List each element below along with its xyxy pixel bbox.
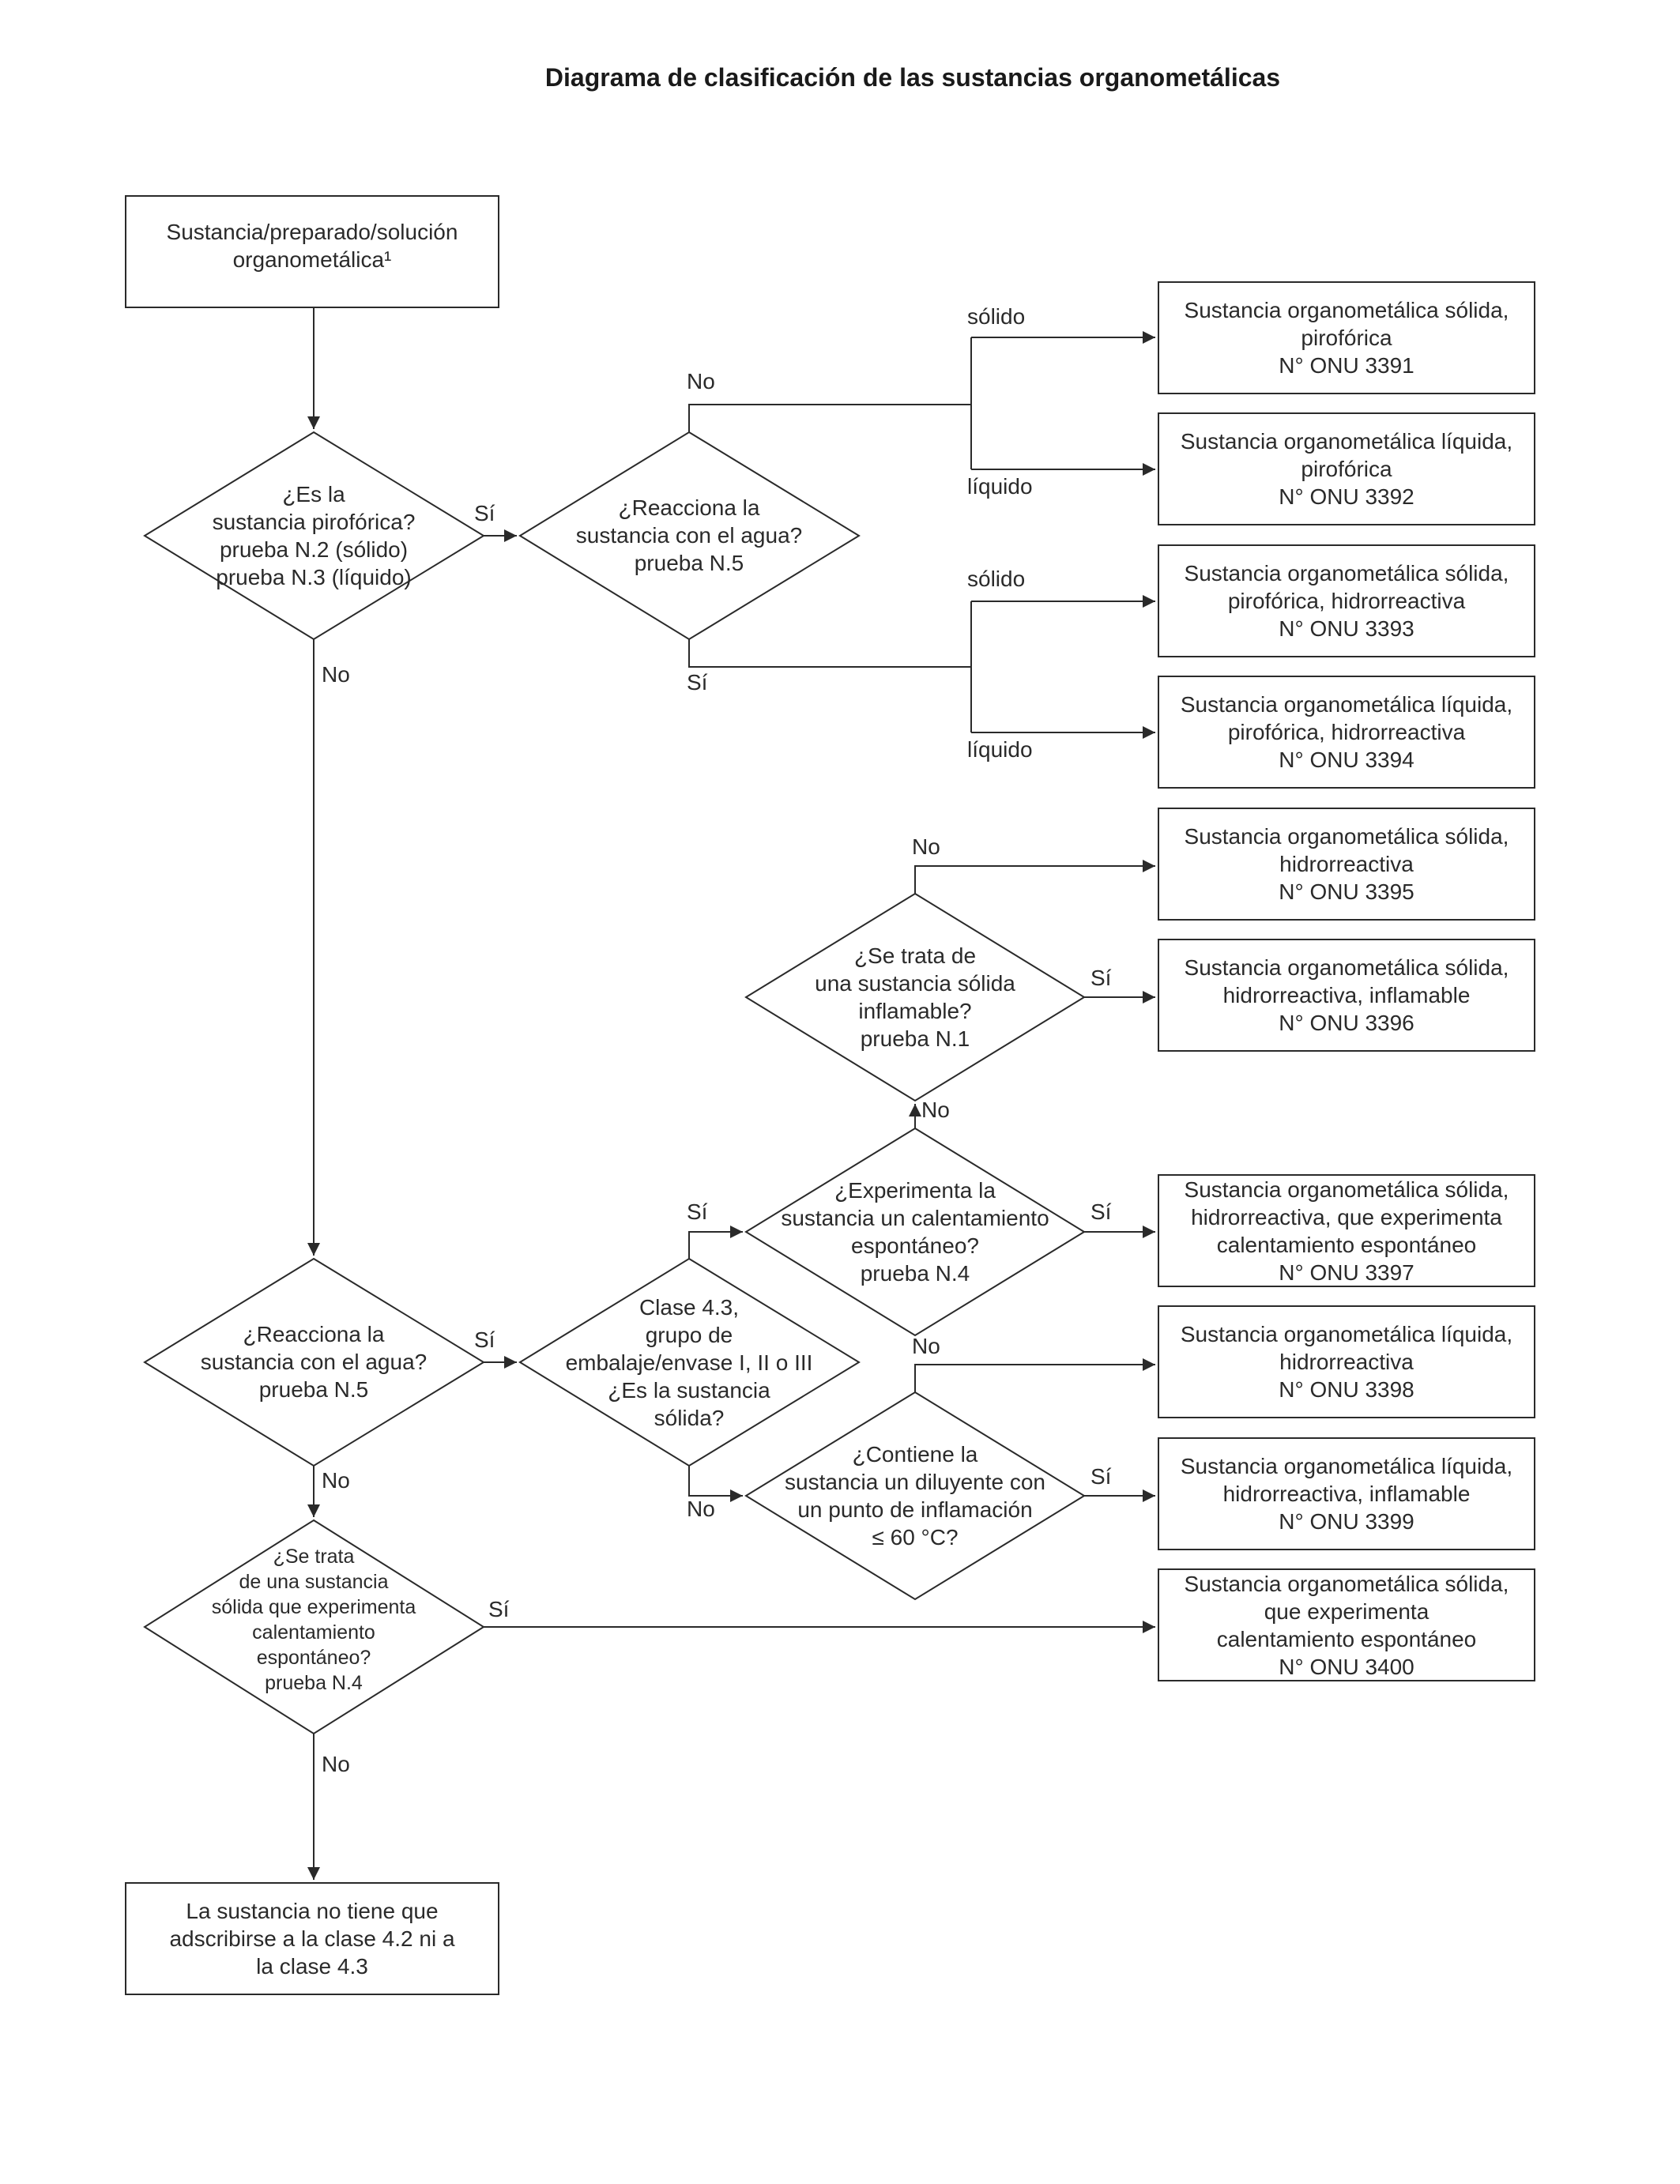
end-none-box: [125, 1882, 499, 1995]
result-3396-text: Sustancia organometálica sólida, hidrorr…: [1184, 955, 1509, 1035]
q-diluent-text: ¿Contiene la sustancia un diluyente con …: [785, 1442, 1045, 1550]
label-water2-yes: Sí: [474, 1327, 495, 1352]
q-class43-text: Clase 4.3, grupo de embalaje/envase I, I…: [565, 1295, 813, 1430]
label-liquid-2: líquido: [967, 737, 1033, 762]
result-3397-box: [1158, 1174, 1535, 1287]
q-selfheat-text: ¿Experimenta la sustancia un calentamien…: [781, 1178, 1049, 1286]
connector: [914, 1358, 1155, 1392]
result-3400-box: [1158, 1568, 1535, 1681]
q-pyro-text: ¿Es la sustancia pirofórica? prueba N.2 …: [212, 482, 416, 589]
connector: [688, 1226, 743, 1259]
label-class43-yes: Sí: [687, 1199, 708, 1224]
end-none-text: La sustancia no tiene que adscribirse a …: [169, 1899, 455, 1979]
result-3399-text: Sustancia organometálica líquida, hidror…: [1180, 1454, 1513, 1534]
page-title: Diagrama de clasificación de las sustanc…: [544, 63, 1281, 92]
result-3399-box: [1158, 1437, 1535, 1550]
label-diluent-yes: Sí: [1090, 1464, 1112, 1489]
q-water1-text: ¿Reacciona la sustancia con el agua? pru…: [575, 495, 803, 575]
result-3394-box: [1158, 676, 1535, 789]
result-3393-box: [1158, 544, 1535, 657]
q-solid-flam-text: ¿Se trata de una sustancia sólida inflam…: [815, 943, 1015, 1051]
result-3395-box: [1158, 808, 1535, 921]
label-water1-no: No: [687, 369, 715, 393]
label-solid-2: sólido: [967, 567, 1026, 591]
label-class43-no: No: [687, 1497, 715, 1521]
q-diluent-diamond: [744, 1391, 1086, 1601]
connector: [688, 404, 971, 432]
result-3391-text: Sustancia organometálica sólida, pirofór…: [1184, 298, 1509, 378]
connector: [688, 639, 971, 668]
result-3396-box: [1158, 939, 1535, 1052]
start-text: Sustancia/preparado/solución organometál…: [166, 220, 458, 272]
connector: [914, 860, 1155, 894]
label-solid-flam-yes: Sí: [1090, 966, 1112, 990]
result-3391-box: [1158, 281, 1535, 394]
result-3393-text: Sustancia organometálica sólida, pirofór…: [1184, 561, 1509, 641]
result-3398-box: [1158, 1305, 1535, 1418]
q-solid-flam-diamond: [744, 892, 1086, 1102]
label-solid-flam-no: No: [912, 834, 940, 859]
label-solid-selfheat-no: No: [322, 1752, 350, 1776]
result-3397-text: Sustancia organometálica sólida, hidrorr…: [1184, 1177, 1509, 1285]
q-water2-text: ¿Reacciona la sustancia con el agua? pru…: [200, 1322, 428, 1402]
label-solid-1: sólido: [967, 304, 1026, 329]
label-water1-yes: Sí: [687, 670, 708, 695]
result-3395-text: Sustancia organometálica sólida, hidrorr…: [1184, 824, 1509, 904]
start-box: [125, 195, 499, 308]
label-liquid-1: líquido: [967, 474, 1033, 499]
connector: [688, 1466, 743, 1502]
result-3400-text: Sustancia organometálica sólida, que exp…: [1184, 1572, 1509, 1679]
label-water2-no: No: [322, 1468, 350, 1493]
label-diluent-no: No: [912, 1334, 940, 1358]
q-solid-selfheat-text: ¿Se trata de una sustancia sólida que ex…: [211, 1546, 416, 1694]
label-selfheat-no: No: [921, 1098, 950, 1122]
result-3392-text: Sustancia organometálica líquida, pirofó…: [1180, 429, 1513, 509]
label-pyro-no: No: [322, 662, 350, 687]
label-solid-selfheat-yes: Sí: [488, 1597, 510, 1621]
q-selfheat-diamond: [744, 1127, 1086, 1337]
result-3394-text: Sustancia organometálica líquida, pirofó…: [1180, 692, 1513, 772]
label-selfheat-yes: Sí: [1090, 1199, 1112, 1224]
result-3398-text: Sustancia organometálica líquida, hidror…: [1180, 1322, 1513, 1402]
label-pyro-yes: Sí: [474, 501, 495, 525]
result-3392-box: [1158, 412, 1535, 525]
